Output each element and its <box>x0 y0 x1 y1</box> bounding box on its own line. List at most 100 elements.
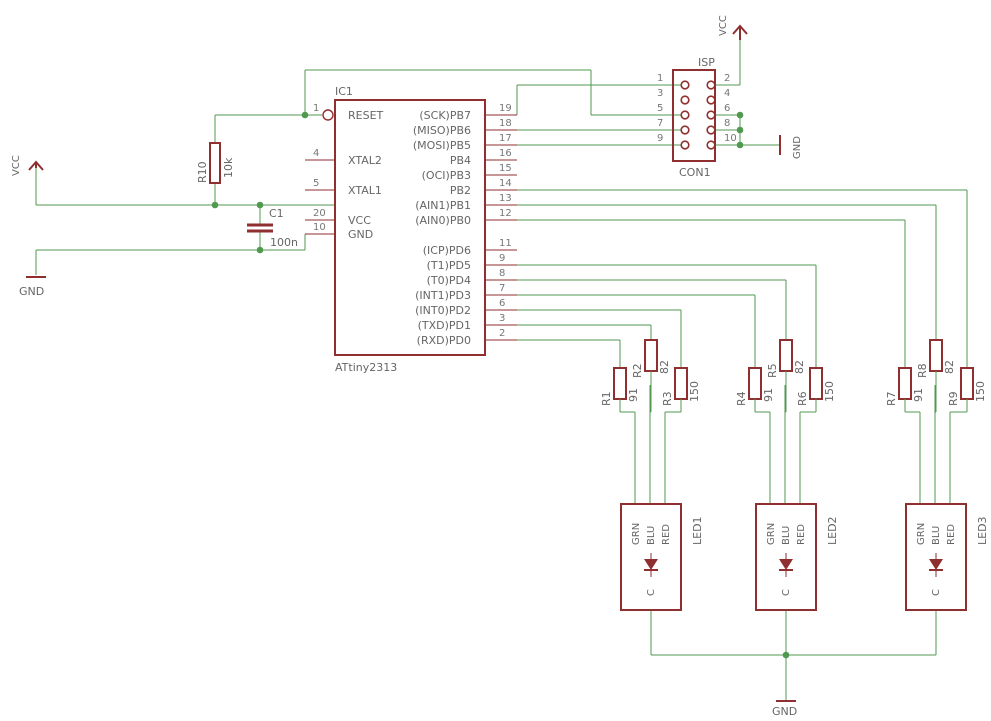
led-name: LED1 <box>691 516 704 545</box>
led-name: LED3 <box>976 516 989 545</box>
ic-pin-number: 6 <box>499 298 505 309</box>
isp-pin-number: 4 <box>724 88 730 99</box>
resistor-value: 91 <box>762 388 775 402</box>
ic-pin-label: (AIN0)PB0 <box>415 214 471 227</box>
svg-text:CON1: CON1 <box>679 166 711 179</box>
ic-pin-number: 8 <box>499 268 505 279</box>
ic-pin-number: 18 <box>499 118 512 129</box>
led-pin-label: RED <box>796 524 807 545</box>
isp-pad <box>706 125 716 135</box>
isp-pad <box>680 110 690 120</box>
led-pin-label: RED <box>661 524 672 545</box>
resistor-r5: R5 82 <box>766 339 806 413</box>
ic-pin-number: 17 <box>499 133 512 144</box>
resistor-name: R5 <box>766 363 779 378</box>
svg-text:ATtiny2313: ATtiny2313 <box>335 361 397 374</box>
ic-pin-label: (T1)PD5 <box>427 259 471 272</box>
ic-pin-label: (SCK)PB7 <box>419 109 471 122</box>
ic-pin-label: (INT0)PD2 <box>415 304 471 317</box>
ic-pin-number: 19 <box>499 103 512 114</box>
led-common-label: C <box>931 589 942 596</box>
resistor-name: R1 <box>600 391 613 406</box>
resistor-name: R9 <box>947 391 960 406</box>
ic-pin-number: 2 <box>499 328 505 339</box>
svg-text:ISP: ISP <box>698 56 715 69</box>
isp-pin-number: 8 <box>724 118 730 129</box>
led-name: LED2 <box>826 516 839 545</box>
resistor-value: 150 <box>688 381 701 402</box>
svg-text:10k: 10k <box>222 157 235 178</box>
ic-pin-number: 4 <box>313 148 319 159</box>
ic-pin-number: 3 <box>499 313 505 324</box>
svg-text:IC1: IC1 <box>335 85 353 98</box>
led-pin-label: BLU <box>931 526 942 545</box>
resistor-name: R2 <box>631 363 644 378</box>
ic-pin-label: (OCI)PB3 <box>422 169 471 182</box>
resistor-r8: R8 82 <box>916 339 956 413</box>
isp-pin-number: 6 <box>724 103 730 114</box>
ic-pin-label: VCC <box>348 214 371 227</box>
resistor-value: 91 <box>627 388 640 402</box>
ic-pin-label: (MOSI)PB5 <box>413 139 471 152</box>
svg-text:GND: GND <box>772 705 797 718</box>
resistor-r10: R10 10k <box>196 142 235 184</box>
svg-text:R10: R10 <box>196 161 209 183</box>
isp-pin-number: 7 <box>657 118 663 129</box>
svg-text:VCC: VCC <box>11 155 22 176</box>
resistor-name: R8 <box>916 363 929 378</box>
ic-pin-label: XTAL2 <box>348 154 382 167</box>
resistor-r3: R3 150 <box>661 367 701 413</box>
isp-pad <box>680 125 690 135</box>
resistor-r9: R9 150 <box>947 367 987 413</box>
resistor-value: 82 <box>943 360 956 374</box>
resistor-value: 91 <box>912 388 925 402</box>
ic-pin-label: (ICP)PD6 <box>423 244 471 257</box>
isp-pin-number: 10 <box>724 133 737 144</box>
isp-pad <box>706 80 716 90</box>
ic-pin-label: RESET <box>348 109 384 122</box>
vcc-symbol-isp: VCC <box>718 15 748 40</box>
resistor-name: R6 <box>796 391 809 406</box>
wires <box>35 40 968 700</box>
isp-pad <box>706 140 716 150</box>
isp-pin-number: 3 <box>657 88 663 99</box>
resistor-name: R7 <box>885 391 898 406</box>
isp-pin-number: 5 <box>657 103 663 114</box>
led-pin-label: BLU <box>781 526 792 545</box>
isp-pad <box>706 110 716 120</box>
ic-pin-label: GND <box>348 228 373 241</box>
svg-text:C1: C1 <box>269 207 284 220</box>
resistor-value: 150 <box>974 381 987 402</box>
ic-pin-label: (INT1)PD3 <box>415 289 471 302</box>
ic-attiny2313: IC1 ATtiny2313 1RESET4XTAL25XTAL120VCC10… <box>305 85 517 374</box>
ic-right-pins: 19(SCK)PB718(MISO)PB617(MOSI)PB516PB415(… <box>413 103 517 347</box>
resistor-value: 82 <box>658 360 671 374</box>
isp-pad <box>680 140 690 150</box>
ic-pin-number: 1 <box>313 103 319 114</box>
ic-pin-number: 11 <box>499 238 512 249</box>
resistor-r2: R2 82 <box>631 339 671 413</box>
ic-pin-label: PB4 <box>450 154 471 167</box>
resistor-name: R3 <box>661 391 674 406</box>
isp-pad <box>706 95 716 105</box>
resistor-value: 82 <box>793 360 806 374</box>
led-pin-label: GRN <box>631 523 642 545</box>
led-common-label: C <box>781 589 792 596</box>
led-pin-label: GRN <box>766 523 777 545</box>
ic-pin-number: 14 <box>499 178 512 189</box>
gnd-symbol-left: GND <box>19 276 46 298</box>
capacitor-c1: C1 100n <box>247 207 298 249</box>
ic-pin-label: (MISO)PB6 <box>413 124 471 137</box>
isp-pad <box>680 80 690 90</box>
ic-pin-number: 5 <box>313 178 319 189</box>
svg-text:100n: 100n <box>270 236 298 249</box>
ic-pin-number: 12 <box>499 208 512 219</box>
ic-pin-number: 10 <box>313 222 326 233</box>
